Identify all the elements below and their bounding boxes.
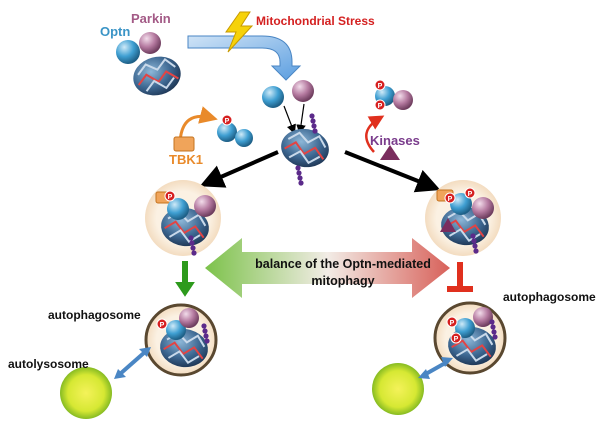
mitochondrial-stress-label: Mitochondrial Stress: [256, 14, 375, 28]
kinases-label: Kinases: [370, 133, 420, 148]
optn-protein: [262, 86, 284, 108]
parkin-protein: [473, 307, 493, 327]
recruit-arrow: [283, 105, 296, 135]
phospho-marker: [221, 114, 233, 126]
kinases-arrow: [365, 115, 385, 153]
optn-label: Optn: [100, 24, 131, 39]
phospho-marker: [464, 187, 476, 199]
parkin-protein: [194, 195, 216, 217]
kinase-triangle-icon: [380, 145, 400, 160]
optn-protein: [166, 320, 186, 340]
parkin-protein: [292, 80, 314, 102]
phospho-marker: [444, 192, 456, 204]
kinase-triangle-icon: [440, 218, 456, 232]
fusion-double-arrow: [114, 347, 151, 379]
balance-label: balance of the Optn-mediated mitophagy: [255, 257, 431, 288]
parkin-protein: [472, 197, 494, 219]
optn-protein: [450, 193, 472, 215]
tbk1-label: TBK1: [169, 152, 203, 167]
parkin-protein: [179, 308, 199, 328]
parkin-label: Parkin: [131, 11, 171, 26]
autolysosome-label: autolysosome: [8, 357, 89, 371]
autophagosome-label-right: autophagosome: [503, 290, 596, 304]
lysosome: [60, 367, 112, 419]
phospho-marker: [446, 316, 458, 328]
parkin-protein: [393, 90, 413, 110]
activation-arrow: [175, 261, 195, 297]
ubiquitin-chain: [295, 165, 304, 186]
phospho-marker: [156, 318, 168, 330]
optn-protein: [116, 40, 140, 64]
optn-protein: [455, 318, 475, 338]
branch-arrow-right: [344, 150, 441, 193]
optn-protein: [235, 129, 253, 147]
optn-protein: [167, 198, 189, 220]
branch-arrow-left: [199, 150, 279, 188]
phospho-marker: [450, 332, 462, 344]
lysosome: [372, 363, 424, 415]
fusion-double-arrow: [418, 357, 453, 379]
optn-protein: [217, 122, 237, 142]
recruit-arrow: [296, 103, 306, 135]
inhibition-bar: [447, 262, 473, 292]
tbk1-kinase: [173, 136, 195, 152]
lightning-bolt-icon: [225, 11, 254, 53]
parkin-protein: [139, 32, 161, 54]
phospho-marker: [374, 99, 386, 111]
balance-double-arrow: [205, 238, 450, 298]
phospho-marker: [374, 79, 386, 91]
stress-arrow: [187, 35, 302, 81]
phospho-marker: [164, 190, 176, 202]
mitochondrion-damaged: [277, 124, 333, 172]
autophagosome-label-left: autophagosome: [48, 308, 141, 322]
